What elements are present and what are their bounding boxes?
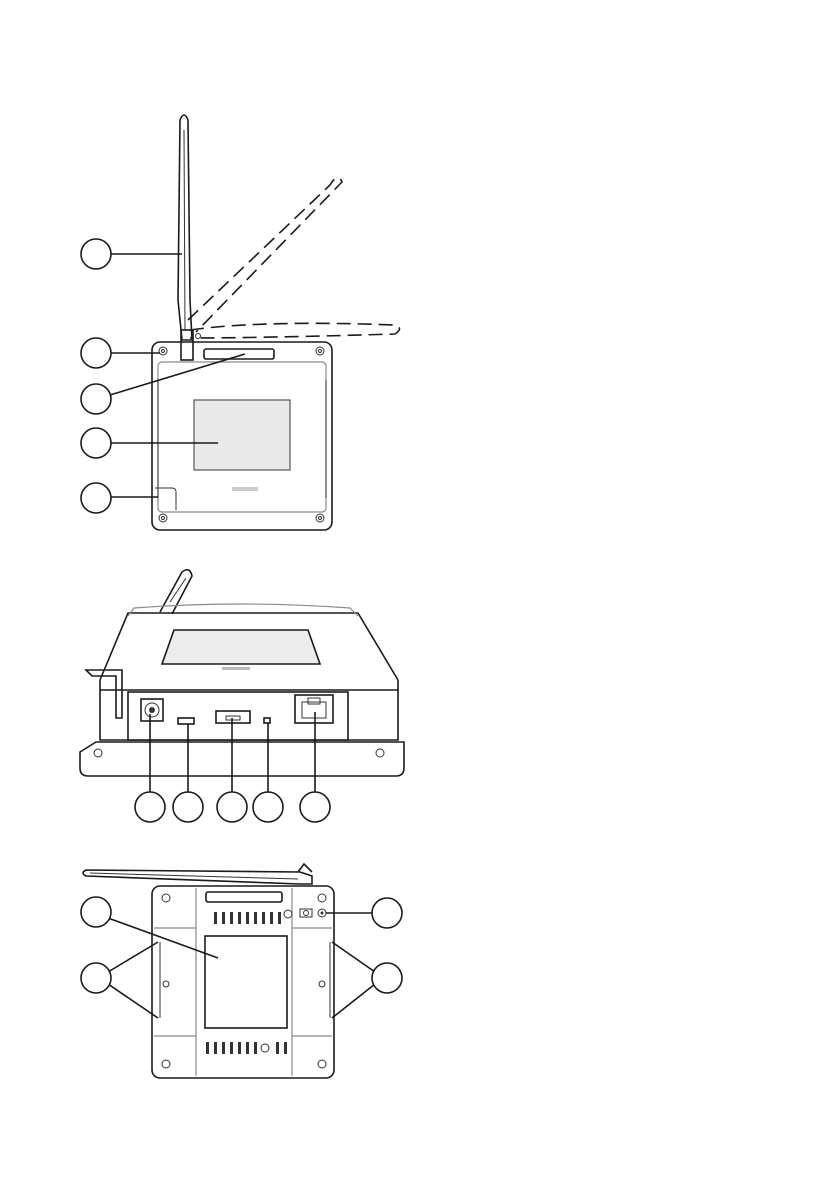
callout-right-mounting-slots [332,942,402,1018]
callout-rear-label-plate [81,897,218,958]
brand-mark [232,487,258,491]
antenna-upright [178,115,193,360]
callout-antenna [81,239,182,269]
screw-terminal [300,909,326,917]
callout-screw-terminal [326,898,402,928]
back-view [81,864,402,1078]
front-view [81,115,400,530]
rear-label-plate [205,936,287,1028]
top-slot [204,349,274,359]
callout-left-mounting-slots [81,942,158,1018]
display-window [194,400,290,470]
top-vents [214,912,281,924]
bottom-vents [206,1042,287,1054]
callout-corner-latch [81,483,158,513]
callout-status-led [81,338,160,368]
side-view [80,570,404,822]
antenna-tilted-positions [188,178,400,339]
